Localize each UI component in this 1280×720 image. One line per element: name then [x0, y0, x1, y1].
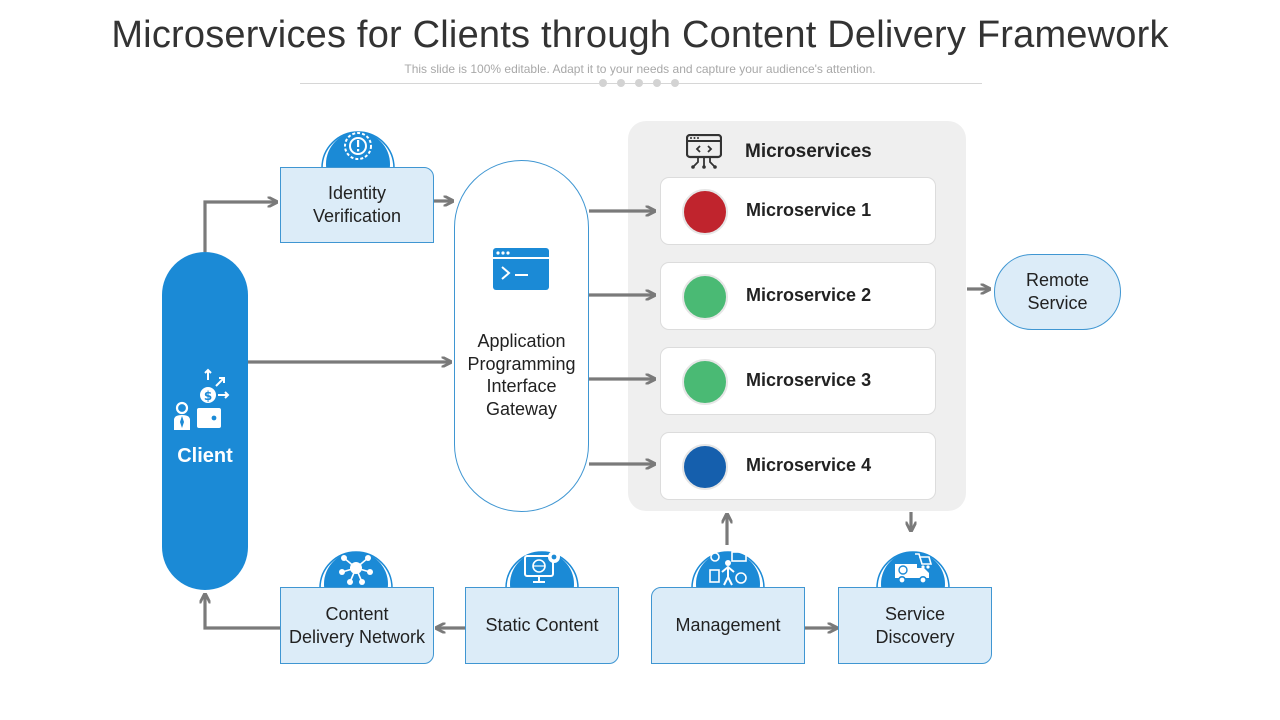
- microservice-status-circle: [682, 189, 728, 235]
- discovery-label-line1: Service: [884, 603, 945, 624]
- client-finance-icon: $: [174, 368, 230, 430]
- identity-label-line2: Verification: [312, 206, 402, 226]
- network-icon: [339, 555, 373, 585]
- divider-dot: [671, 79, 679, 87]
- microservice-label: Microservice 2: [746, 285, 872, 305]
- api-gateway-label: Application Programming Interface Gatewa…: [454, 330, 589, 420]
- microservice-status-circle: [682, 359, 728, 405]
- api-gateway-pill: [454, 160, 589, 512]
- gateway-label-line2: Programming: [467, 353, 576, 374]
- monitor-code-icon: [686, 134, 722, 169]
- microservice-label: Microservice 3: [746, 370, 872, 390]
- microservice-status-circle: [682, 444, 728, 490]
- microservice-label: Microservice 4: [746, 455, 872, 475]
- remote-label-line1: Remote: [1025, 270, 1090, 290]
- microservice-card: Microservice 2: [660, 262, 936, 330]
- terminal-icon: [493, 248, 549, 290]
- microservice-card: Microservice 3: [660, 347, 936, 415]
- microservice-label: Microservice 1: [746, 200, 872, 220]
- cdn-label-line2: Delivery Network: [288, 626, 426, 647]
- gateway-label-line4: Gateway: [485, 398, 558, 419]
- svg-text:$: $: [204, 389, 212, 403]
- gateway-label-line3: Interface: [486, 376, 557, 396]
- microservices-title: Microservices: [745, 141, 872, 162]
- divider-dot: [635, 79, 643, 87]
- page-title: Microservices for Clients through Conten…: [111, 14, 1169, 56]
- management-box: Management: [651, 587, 805, 664]
- discovery-label-line2: Discovery: [875, 626, 955, 647]
- divider-dot: [617, 79, 625, 87]
- gateway-label-line1: Application: [477, 331, 566, 351]
- delivery-truck-icon: [895, 553, 933, 584]
- cdn-label-line1: Content: [325, 603, 389, 624]
- microservice-card: Microservice 4: [660, 432, 936, 500]
- arrow-cdn-to-client: [205, 595, 280, 630]
- settings-alert-icon: [344, 132, 372, 160]
- identity-label-line1: Identity: [327, 183, 387, 203]
- microservice-status-circle: [682, 274, 728, 320]
- divider-dot: [599, 79, 607, 87]
- page-subtitle: This slide is 100% editable. Adapt it to…: [404, 62, 876, 76]
- static-content-label: Static Content: [485, 615, 599, 635]
- static-content-box: Static Content: [465, 587, 619, 664]
- management-label: Management: [675, 615, 781, 635]
- divider-dot: [653, 79, 661, 87]
- client-label: Client: [177, 445, 233, 467]
- manager-presentation-icon: [709, 551, 747, 586]
- microservice-card: Microservice 1: [660, 177, 936, 245]
- monitor-globe-icon: [524, 551, 560, 583]
- arrow-client-to-identity: [203, 202, 276, 252]
- remote-label-line2: Service: [1027, 293, 1088, 313]
